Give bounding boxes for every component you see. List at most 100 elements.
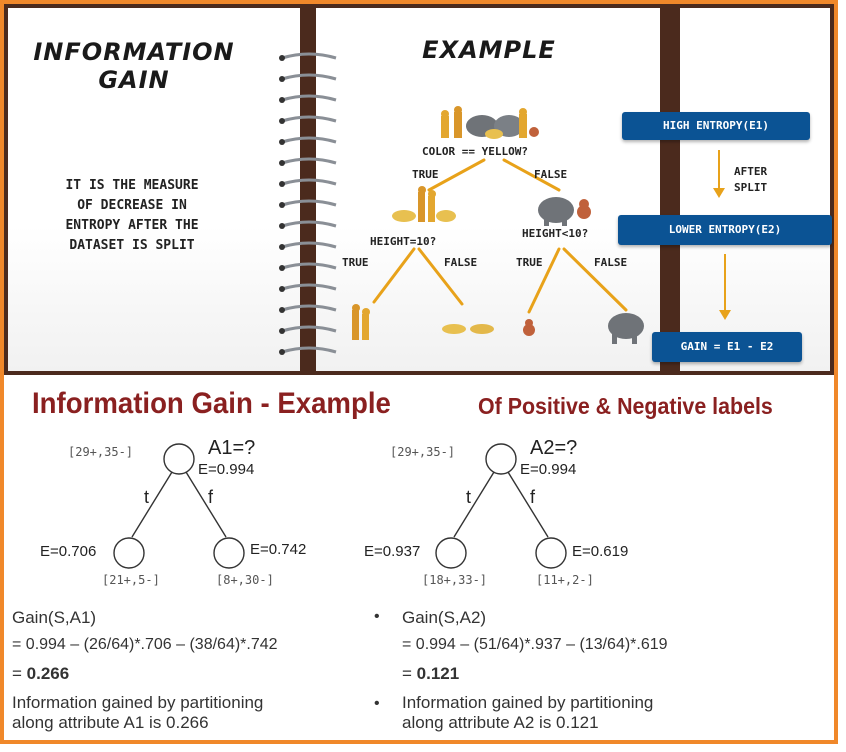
- a2-attribute: A2=?: [530, 437, 578, 459]
- after-split-arrow: [713, 150, 725, 198]
- a1-right-node: [213, 537, 245, 569]
- high-entropy-pill: HIGH ENTROPY(E1): [622, 112, 810, 140]
- notebook-left-page: [8, 8, 300, 371]
- binder-ring: [281, 136, 337, 144]
- binder-ring: [281, 346, 337, 354]
- a1-branch-t: t: [144, 487, 150, 507]
- yellow-animals-icon: [392, 186, 456, 222]
- binder-ring: [281, 157, 337, 165]
- binder-rings: [279, 52, 337, 355]
- a1-attribute: A1=?: [208, 437, 256, 459]
- a2-branch-t: t: [466, 487, 472, 507]
- a1-gain-result-line: = 0.266: [12, 664, 69, 684]
- cheetah-leaf-icon: [442, 324, 494, 334]
- example-title: EXAMPLE: [422, 36, 556, 64]
- example-heading: Information Gain - Example: [32, 387, 391, 420]
- binder-ring: [281, 262, 337, 270]
- a1-left-counts: [21+,5-]: [102, 573, 160, 587]
- binder-hole: [279, 265, 285, 271]
- left-question: HEIGHT=10?: [370, 235, 437, 248]
- binder-hole: [279, 349, 285, 355]
- binder-hole: [279, 307, 285, 313]
- binder-hole: [279, 97, 285, 103]
- a2-left-node: [435, 537, 467, 569]
- root-question: COLOR == YELLOW?: [422, 145, 528, 158]
- left-true-label: TRUE: [342, 256, 369, 269]
- binder-ring: [281, 220, 337, 228]
- elephant-leaf-icon: [608, 313, 644, 344]
- a2-root-counts: [29+,35-]: [390, 445, 456, 459]
- a1-right-counts: [8+,30-]: [216, 573, 274, 587]
- after-split-label: AFTER SPLIT: [734, 164, 767, 196]
- definition-line: ENTROPY AFTER THE: [65, 218, 199, 233]
- binder-ring: [281, 304, 337, 312]
- notebook-right-page: [316, 8, 660, 371]
- root-true-label: TRUE: [412, 168, 439, 181]
- a1-note-line: along attribute A1 is 0.266: [12, 713, 209, 732]
- a2-right-node: [535, 537, 567, 569]
- a1-left-entropy: E=0.706: [40, 543, 97, 560]
- a2-gain-formula: = 0.994 – (51/64)*.937 – (13/64)*.619: [402, 636, 668, 653]
- a2-bullet: •: [374, 608, 380, 625]
- left-false-label: FALSE: [444, 256, 478, 269]
- lower-entropy-pill: LOWER ENTROPY(E2): [618, 215, 832, 245]
- binder-hole: [279, 202, 285, 208]
- left-title: INFORMATION GAIN: [14, 38, 254, 94]
- a2-left-entropy: E=0.937: [364, 543, 421, 560]
- binder-hole: [279, 286, 285, 292]
- binder-ring: [281, 241, 337, 249]
- a1-right-entropy: E=0.742: [250, 541, 307, 558]
- a1-branch-f: f: [208, 487, 214, 507]
- monkey-leaf-icon: [523, 319, 535, 336]
- animal-decision-tree: [352, 106, 644, 344]
- a2-left-counts: [18+,33-]: [422, 573, 488, 587]
- binder-ring: [281, 283, 337, 291]
- a2-right-counts: [11+,2-]: [536, 573, 594, 587]
- binder-ring: [281, 73, 337, 81]
- binder-hole: [279, 223, 285, 229]
- binder-ring: [281, 94, 337, 102]
- binder-ring: [281, 115, 337, 123]
- binder-ring: [281, 199, 337, 207]
- left-title-line: GAIN: [98, 66, 170, 94]
- a2-note-line: Information gained by partitioning: [402, 693, 654, 712]
- notebook-slide: INFORMATION GAIN IT IS THE MEASURE OF DE…: [4, 4, 834, 375]
- a2-gain-label: Gain(S,A2): [402, 608, 487, 627]
- binder-hole: [279, 244, 285, 250]
- binder-hole: [279, 181, 285, 187]
- right-question: HEIGHT<10?: [522, 227, 589, 240]
- definition-text: IT IS THE MEASURE OF DECREASE IN ENTROPY…: [32, 176, 232, 256]
- example-subheading: Of Positive & Negative labels: [478, 393, 773, 419]
- notebook-side-page: [680, 8, 830, 371]
- a2-gain-result-line: = 0.121: [402, 664, 459, 684]
- left-title-line: INFORMATION: [33, 38, 235, 66]
- after-split-line: AFTER: [734, 165, 768, 178]
- a1-left-node: [113, 537, 145, 569]
- definition-line: IT IS THE MEASURE: [65, 178, 199, 193]
- a1-gain-formula: = 0.994 – (26/64)*.706 – (38/64)*.742: [12, 636, 278, 653]
- a2-root-entropy: E=0.994: [520, 461, 577, 478]
- a2-root-node: [485, 443, 517, 475]
- a2-gain-note: Information gained by partitioning along…: [402, 693, 653, 733]
- a2-gain-eq: =: [402, 664, 412, 683]
- gain-formula-pill: GAIN = E1 - E2: [652, 332, 802, 362]
- definition-line: DATASET IS SPLIT: [69, 238, 195, 253]
- a1-gain-note: Information gained by partitioning along…: [12, 693, 263, 733]
- split-trees: [113, 443, 567, 569]
- binder-ring: [281, 52, 337, 60]
- a2-note-bullet: •: [374, 695, 380, 712]
- binder-hole: [279, 118, 285, 124]
- non-yellow-animals-icon: [538, 197, 591, 226]
- definition-line: OF DECREASE IN: [77, 198, 187, 213]
- a1-note-line: Information gained by partitioning: [12, 693, 264, 712]
- a1-root-node: [163, 443, 195, 475]
- binder-ring: [281, 325, 337, 333]
- root-false-label: FALSE: [534, 168, 568, 181]
- gain-example-section: Information Gain - Example Of Positive &…: [4, 375, 834, 740]
- binder-hole: [279, 328, 285, 334]
- binder-hole: [279, 139, 285, 145]
- a1-root-counts: [29+,35-]: [68, 445, 134, 459]
- binder-ring: [281, 178, 337, 186]
- a2-branch-f: f: [530, 487, 536, 507]
